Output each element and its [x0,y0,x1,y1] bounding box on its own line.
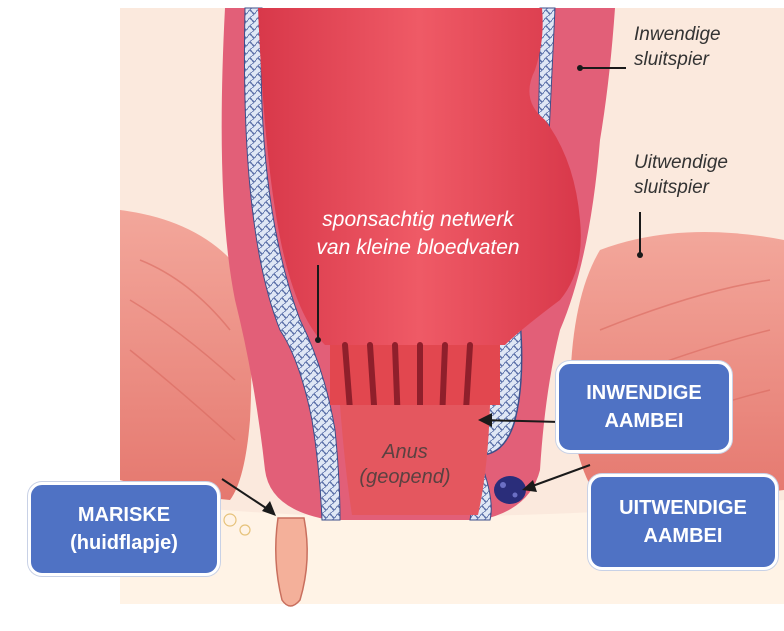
rectum [258,8,581,345]
external-hemorrhoid [494,476,526,504]
callout-internal-line2: AAMBEI [559,407,729,435]
label-internal-sphincter-line1: Inwendige [634,22,721,47]
callout-internal-line1: INWENDIGE [559,379,729,407]
label-vascular-network: sponsachtig netwerk van kleine bloedvate… [298,206,538,262]
label-external-sphincter-line1: Uitwendige [634,150,728,175]
callout-mariske-line2: (huidflapje) [31,529,217,557]
callout-external-line1: UITWENDIGE [591,494,775,522]
dot-internal-sphincter [577,65,583,71]
label-external-sphincter: Uitwendige sluitspier [634,150,728,200]
label-anus: Anus (geopend) [350,440,460,490]
callout-mariske: MARISKE (huidflapje) [28,482,220,576]
callout-mariske-line1: MARISKE [31,501,217,529]
label-network-line2: van kleine bloedvaten [298,234,538,262]
dot-external-sphincter [637,252,643,258]
callout-external-line2: AAMBEI [591,522,775,550]
label-network-line1: sponsachtig netwerk [298,206,538,234]
label-external-sphincter-line2: sluitspier [634,175,728,200]
label-internal-sphincter: Inwendige sluitspier [634,22,721,72]
label-anus-line2: (geopend) [350,465,460,490]
callout-internal-hemorrhoid: INWENDIGE AAMBEI [556,361,732,453]
callout-external-hemorrhoid: UITWENDIGE AAMBEI [588,474,778,570]
skin-tag [276,518,307,606]
dot-network [315,337,321,343]
label-anus-line1: Anus [350,440,460,465]
label-internal-sphincter-line2: sluitspier [634,47,721,72]
